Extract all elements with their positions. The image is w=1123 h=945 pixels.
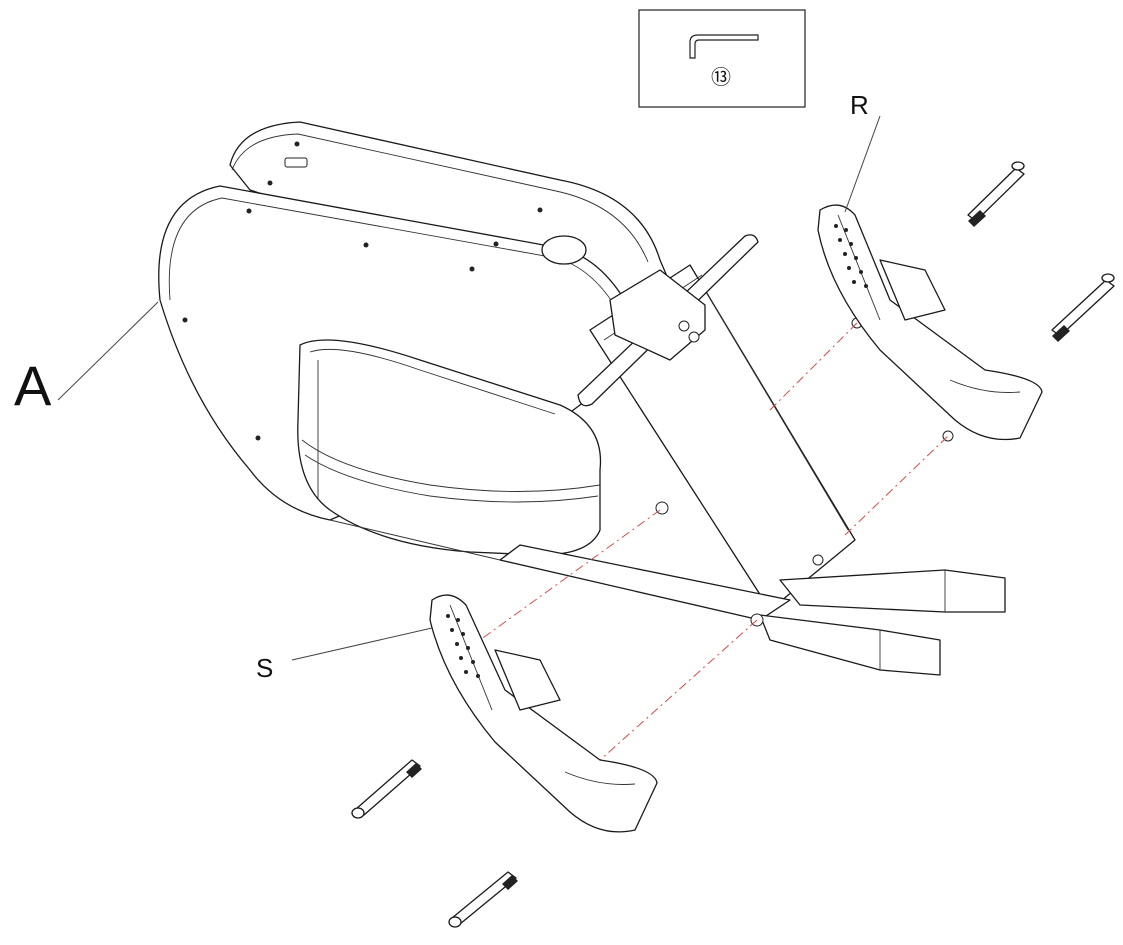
pedal-r	[817, 204, 1043, 441]
tool-box	[638, 9, 806, 108]
allen-key-icon	[689, 34, 759, 59]
bolt-left-upper	[351, 759, 422, 819]
pedal-s-grip-dots	[446, 614, 480, 678]
pedal-r-grip-dots	[834, 224, 868, 288]
bolt-right-lower	[1051, 273, 1115, 342]
part-label-a: A	[14, 354, 52, 417]
part-label-s: S	[256, 653, 274, 683]
leader-line-a	[57, 301, 159, 401]
tool-number-caption: ⑬	[711, 65, 731, 89]
main-housing	[158, 121, 691, 556]
alignment-guides	[479, 322, 949, 761]
bolt-left-lower	[448, 871, 518, 928]
leader-line-r	[844, 115, 881, 213]
leader-line-s	[291, 627, 433, 661]
part-label-r: R	[850, 90, 869, 120]
handle-bar	[541, 234, 759, 407]
pedal-s	[429, 594, 658, 833]
bolt-right-upper	[967, 161, 1025, 227]
